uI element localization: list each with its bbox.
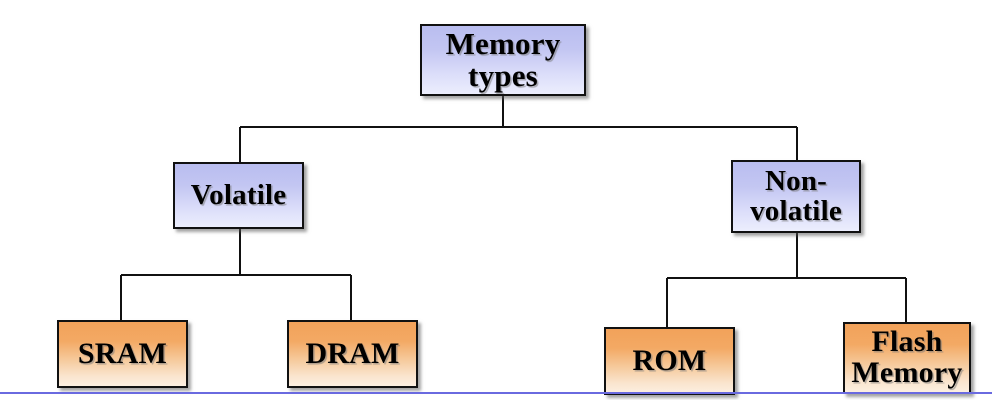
node-sram-label: SRAM <box>77 336 168 370</box>
node-volatile[interactable]: Volatile <box>173 162 304 229</box>
bottom-accent-rule <box>0 392 992 394</box>
node-flash-memory[interactable]: Flash Memory <box>843 322 971 394</box>
node-volatile-label: Volatile <box>190 178 287 211</box>
node-flash-memory-label: Flash Memory <box>851 325 963 389</box>
node-memory-types[interactable]: Memory types <box>420 24 586 96</box>
node-sram[interactable]: SRAM <box>57 320 188 388</box>
node-memory-types-label: Memory types <box>445 26 561 93</box>
node-rom[interactable]: ROM <box>604 327 735 395</box>
node-rom-label: ROM <box>632 343 707 377</box>
node-non-volatile-label: Non-volatile <box>750 164 842 227</box>
node-non-volatile[interactable]: Non-volatile <box>731 160 861 233</box>
node-dram[interactable]: DRAM <box>287 320 418 388</box>
node-dram-label: DRAM <box>305 336 400 370</box>
